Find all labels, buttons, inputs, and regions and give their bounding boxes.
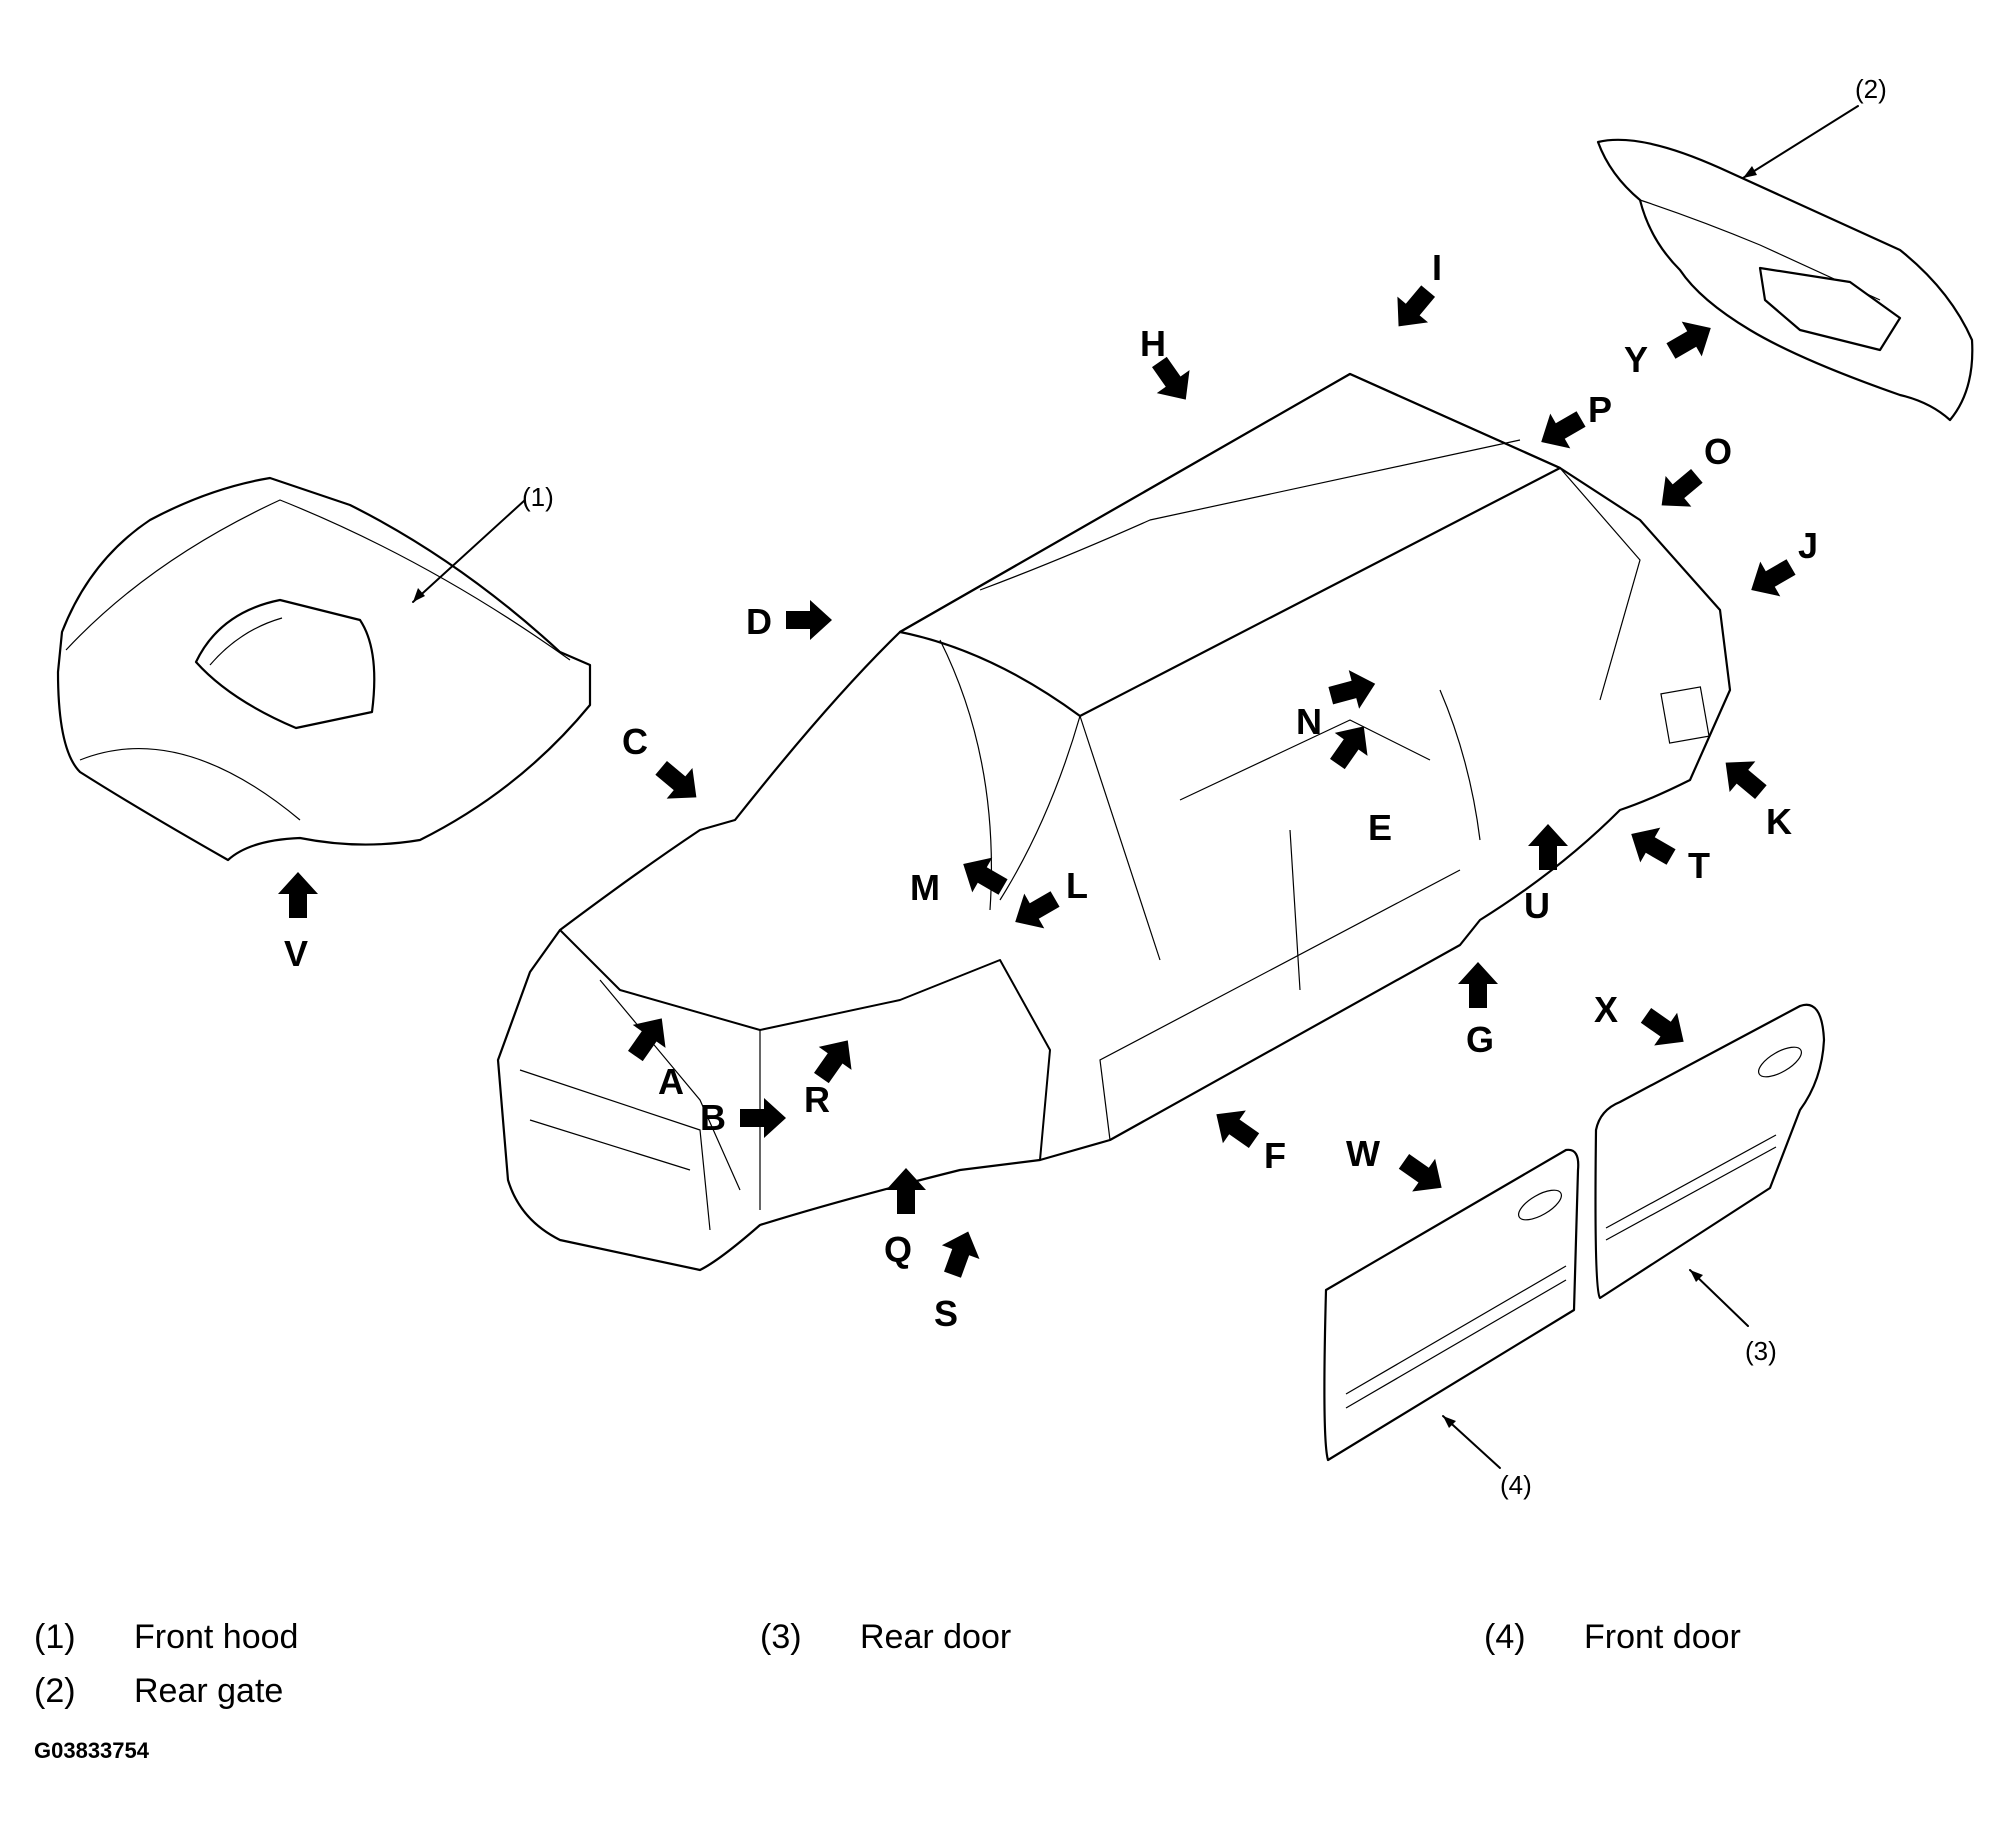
label-d: D — [746, 601, 772, 642]
label-n: N — [1296, 701, 1322, 742]
label-o: O — [1704, 431, 1732, 472]
label-p: P — [1588, 389, 1612, 430]
label-m: M — [910, 867, 940, 908]
label-r: R — [804, 1079, 830, 1120]
label-h: H — [1140, 323, 1166, 364]
arrow-o-icon — [1648, 460, 1710, 521]
callout-3-label: (3) — [1745, 1336, 1777, 1366]
arrow-w-icon — [1392, 1144, 1454, 1205]
body-shell — [496, 372, 1732, 1272]
label-g: G — [1466, 1019, 1494, 1060]
legend-label: Front hood — [134, 1618, 299, 1656]
rear-gate-part — [1596, 138, 1974, 422]
label-y: Y — [1624, 339, 1648, 380]
label-i: I — [1432, 247, 1442, 288]
arrow-g-icon — [1458, 962, 1498, 1008]
label-l: L — [1066, 865, 1088, 906]
arrow-k-icon — [1712, 747, 1774, 808]
callout-1-label: (1) — [522, 482, 554, 512]
arrow-y-icon — [1660, 310, 1721, 369]
label-j: J — [1798, 525, 1818, 566]
arrow-p-icon — [1531, 401, 1592, 460]
arrow-x-icon — [1634, 998, 1696, 1059]
legend-num: (4) — [1484, 1618, 1526, 1656]
label-u: U — [1524, 885, 1550, 926]
arrow-d-icon — [786, 600, 832, 640]
label-w: W — [1346, 1133, 1380, 1174]
figure-id: G03833754 — [34, 1738, 149, 1763]
callout-leaders — [412, 105, 1859, 1469]
legend-label: Rear gate — [134, 1672, 284, 1710]
rear-door-part — [1594, 1003, 1826, 1300]
legend-num: (2) — [34, 1672, 76, 1710]
front-door-part — [1323, 1148, 1580, 1462]
legend-label: Front door — [1584, 1618, 1741, 1656]
arrow-c-icon — [648, 752, 710, 813]
callout-4-label: (4) — [1500, 1470, 1532, 1500]
label-v: V — [284, 933, 308, 974]
vehicle-body-diagram: (1) (2) (3) (4) A B C D E F G H I J — [56, 74, 1974, 1500]
front-hood-part — [56, 476, 592, 862]
arrow-s-icon — [933, 1224, 988, 1282]
legend-num: (1) — [34, 1618, 76, 1656]
arrow-j-icon — [1741, 549, 1802, 608]
callout-2-label: (2) — [1855, 74, 1887, 104]
arrow-t-icon — [1621, 816, 1682, 875]
arrow-f-icon — [1204, 1097, 1266, 1158]
legend-num: (3) — [760, 1618, 802, 1656]
legend-label: Rear door — [860, 1618, 1012, 1656]
arrow-v-icon — [278, 872, 318, 918]
label-e: E — [1368, 807, 1392, 848]
label-c: C — [622, 721, 648, 762]
label-q: Q — [884, 1229, 912, 1270]
label-b: B — [700, 1097, 726, 1138]
label-a: A — [658, 1061, 684, 1102]
label-t: T — [1688, 845, 1710, 886]
label-x: X — [1594, 989, 1618, 1030]
label-f: F — [1264, 1135, 1286, 1176]
label-s: S — [934, 1293, 958, 1334]
label-k: K — [1766, 801, 1792, 842]
